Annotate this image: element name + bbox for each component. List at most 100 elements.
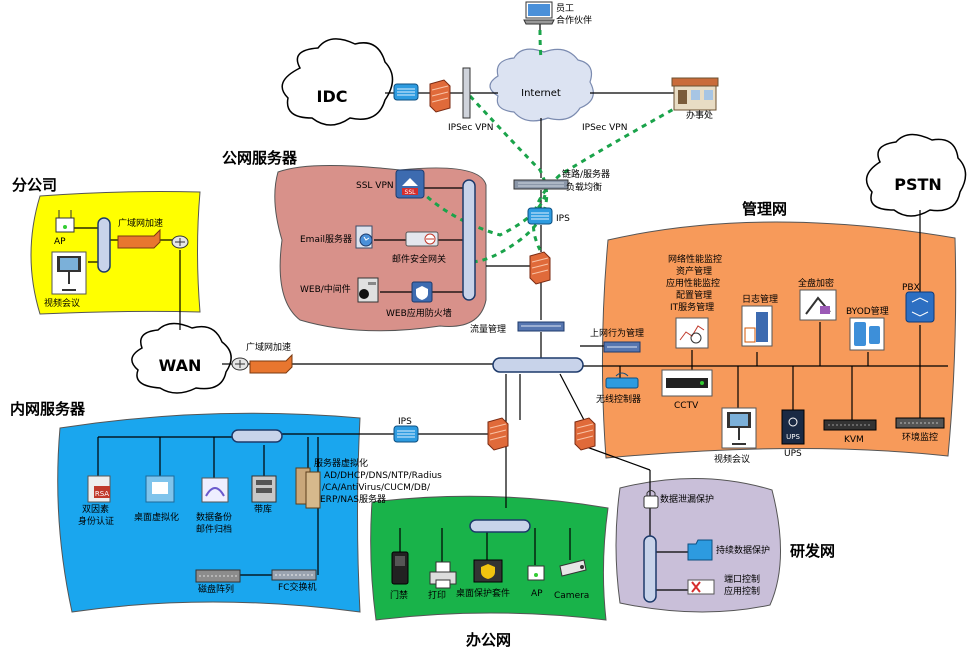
label-wireless-controller: 无线控制器: [596, 393, 641, 405]
ips-icon: [527, 207, 553, 225]
label-cctv: CCTV: [674, 401, 699, 411]
core-switch: [492, 357, 584, 373]
router-icon: [171, 235, 189, 249]
firewall-icon: [529, 251, 551, 285]
wan-accelerator-icon: [117, 228, 161, 249]
rsa-badge-label: RSA: [95, 490, 109, 498]
label-ups: UPS: [784, 449, 802, 459]
label-ipsec-right: IPSec VPN: [582, 123, 627, 133]
access-point-icon: [527, 565, 545, 581]
cloud-pstn: PSTN: [865, 133, 967, 217]
waf-icon: [411, 281, 433, 303]
label-monitor-2: 资产管理: [676, 265, 712, 277]
label-ips-inner: IPS: [398, 417, 412, 427]
label-vdi: 桌面虚拟化: [134, 511, 179, 523]
mail-gateway-icon: [405, 231, 439, 247]
label-backup-2: 邮件归档: [196, 523, 232, 535]
label-kvm: KVM: [844, 435, 864, 445]
zone-title-mgmt: 管理网: [742, 200, 787, 218]
branch-office-building-icon: [671, 77, 719, 111]
firewall-icon: [574, 417, 596, 451]
zone-public-servers: [274, 164, 487, 332]
cloud-idc: IDC: [281, 38, 394, 126]
label-virt-2: AD/DHCP/DNS/NTP/Radius: [324, 471, 442, 481]
label-disk-encryption: 全盘加密: [798, 277, 834, 289]
vpn-employee: [538, 29, 543, 61]
text-labels: 分公司 公网服务器 管理网 内网服务器 办公网 研发网 员工 合作伙伴 IPSe…: [10, 3, 938, 649]
label-monitor-1: 网络性能监控: [668, 253, 722, 265]
label-partner: 合作伙伴: [556, 14, 592, 26]
vpn-ipsec-right: [531, 98, 691, 251]
ups-icon: UPS: [781, 409, 805, 445]
label-employee: 员工: [556, 3, 574, 14]
environment-monitor-icon: [895, 417, 945, 429]
label-rsa-1: 双因素: [82, 503, 109, 515]
pbx-icon: [905, 291, 935, 323]
label-app-control: 应用控制: [724, 585, 760, 597]
label-backup-1: 数据备份: [196, 511, 232, 523]
cloud-idc-label: IDC: [317, 87, 348, 106]
label-ap-branch: AP: [54, 237, 66, 247]
fc-switch-icon: [271, 569, 317, 581]
laptop-icon: [523, 1, 555, 25]
label-continuous-protection: 持续数据保护: [716, 544, 770, 556]
printer-icon: [429, 561, 457, 589]
wan-accelerator-icon: [249, 353, 293, 374]
disk-encryption-icon: [799, 289, 837, 321]
label-mail-gateway: 邮件安全网关: [392, 253, 446, 265]
traffic-management-icon: [517, 321, 565, 332]
label-ap-office: AP: [531, 589, 543, 599]
label-waf: WEB应用防火墙: [386, 307, 452, 319]
label-lb-line2: 负载均衡: [566, 181, 602, 193]
wireless-controller-icon: [605, 372, 639, 389]
label-tape: 带库: [254, 503, 272, 515]
label-ips-top: IPS: [556, 214, 570, 224]
link-core-fw-rnd: [559, 373, 585, 421]
ips-icon: [393, 425, 419, 443]
label-email-server: Email服务器: [300, 233, 352, 245]
branch-switch: [97, 217, 111, 273]
camera-icon: [559, 559, 587, 577]
label-behavior-management: 上网行为管理: [590, 327, 644, 339]
label-log-management: 日志管理: [742, 293, 778, 305]
rnd-switch: [643, 535, 657, 603]
label-desktop-security: 桌面保护套件: [456, 587, 510, 599]
label-ssl-vpn: SSL VPN: [356, 181, 394, 191]
zone-title-rnd: 研发网: [790, 542, 835, 560]
cloud-internet: Internet: [489, 48, 594, 122]
label-door: 门禁: [390, 589, 408, 601]
ssl-badge-label: SSL: [405, 189, 417, 196]
internet-behavior-management-icon: [603, 341, 641, 353]
label-byod: BYOD管理: [846, 305, 889, 317]
label-wan-accel-branch: 广域网加速: [118, 217, 163, 229]
label-monitor-3: 应用性能监控: [666, 277, 720, 289]
zone-mgmt: [601, 221, 957, 459]
label-virt-3: /CA/AntiVirus/CUCM/DB/: [322, 483, 431, 493]
web-server-icon: [357, 277, 379, 303]
label-pbx: PBX: [902, 283, 920, 293]
disk-array-icon: [195, 569, 241, 583]
label-virt-1: 服务器虚拟化: [314, 457, 368, 469]
tape-library-icon: [251, 475, 277, 503]
inner-switch: [231, 429, 283, 443]
desktop-virtualization-icon: [145, 475, 175, 503]
video-conference-icon: [51, 251, 87, 295]
firewalls: [429, 79, 596, 451]
label-camera: Camera: [554, 591, 589, 601]
label-dlp: 数据泄漏保护: [660, 493, 714, 505]
access-control-icon: [391, 551, 409, 585]
access-point-icon: [55, 210, 75, 233]
label-environment-monitor: 环境监控: [902, 431, 938, 443]
zone-title-branch: 分公司: [12, 176, 57, 194]
load-balancer-icon: [513, 179, 569, 190]
ips-devices: [393, 83, 553, 443]
public-switch: [462, 179, 476, 301]
label-ipsec-left: IPSec VPN: [448, 123, 493, 133]
firewall-icon: [487, 417, 509, 451]
office-switch: [469, 519, 531, 533]
cloud-wan: WAN: [131, 322, 232, 394]
performance-monitor-icon: [675, 317, 709, 349]
label-video-conference-mgmt: 视频会议: [714, 453, 750, 465]
